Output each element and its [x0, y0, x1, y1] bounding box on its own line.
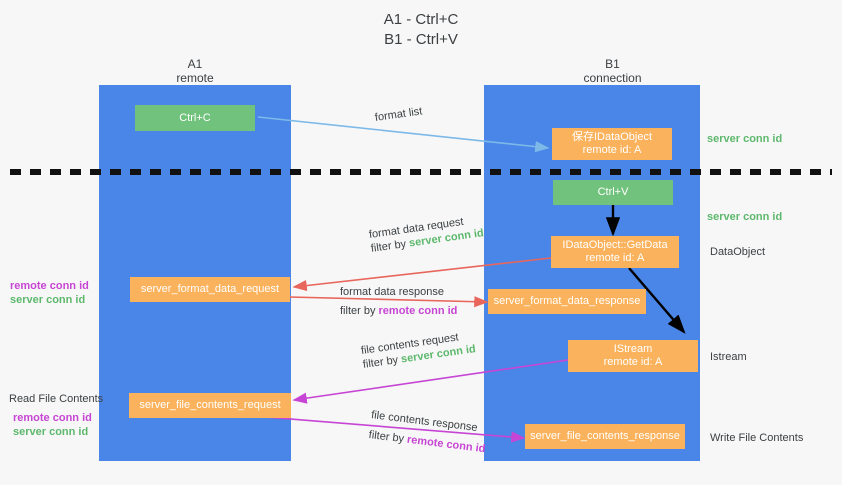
node-istream[interactable]: IStream remote id: A — [568, 340, 698, 372]
flow-label-format-data-response: format data response filter by remote co… — [340, 285, 457, 318]
column-b1-sub: connection — [583, 71, 642, 85]
label-istream: Istream — [710, 351, 747, 363]
filter-prefix: filter by — [362, 354, 399, 371]
filter-key-remote-conn-id: remote conn id — [406, 433, 487, 456]
node-idataobject-getdata[interactable]: IDataObject::GetData remote id: A — [551, 236, 679, 268]
node-file-contents-request-label: server_file_contents_request — [139, 399, 281, 411]
label-remote-conn-id-lower: remote conn id — [13, 412, 92, 424]
node-istream-line2: remote id: A — [603, 356, 663, 368]
label-conn-pair-lower: remote conn id server conn id — [13, 411, 92, 439]
flow-label-file-contents-request: file contents request filter by server c… — [360, 328, 477, 372]
flow-format-data-response-title: format data response — [340, 286, 444, 298]
node-ctrl-v[interactable]: Ctrl+V — [553, 180, 673, 205]
label-server-conn-id-lower: server conn id — [13, 426, 89, 438]
node-server-format-data-response[interactable]: server_format_data_response — [488, 289, 646, 314]
label-server-conn-id-mid: server conn id — [707, 211, 783, 223]
node-file-contents-response-label: server_file_contents_response — [530, 430, 680, 442]
filter-prefix: filter by — [368, 428, 405, 446]
title-line-2: B1 - Ctrl+V — [384, 31, 458, 48]
node-save-idataobject-line2: remote id: A — [582, 144, 642, 156]
filter-prefix: filter by — [340, 305, 376, 317]
column-a1-sub: remote — [176, 71, 214, 85]
flow-format-data-response-filter: filter by remote conn id — [340, 299, 457, 318]
node-save-idataobject[interactable]: 保存IDataObject remote id: A — [552, 128, 672, 160]
node-server-file-contents-response[interactable]: server_file_contents_response — [525, 424, 685, 449]
node-getdata-line2: remote id: A — [585, 252, 645, 264]
node-server-file-contents-request[interactable]: server_file_contents_request — [129, 393, 291, 418]
label-read-file-contents: Read File Contents — [9, 393, 104, 405]
filter-key-remote-conn-id: remote conn id — [378, 305, 458, 317]
diagram-title: A1 - Ctrl+C B1 - Ctrl+V — [0, 10, 842, 50]
label-remote-conn-id-upper: remote conn id — [10, 280, 89, 292]
filter-prefix: filter by — [370, 238, 407, 255]
title-line-1: A1 - Ctrl+C — [383, 11, 459, 28]
node-istream-line1: IStream — [613, 343, 653, 355]
label-dataobject: DataObject — [710, 246, 766, 258]
column-a1-name: A1 — [187, 57, 203, 71]
node-format-data-response-label: server_format_data_response — [493, 295, 641, 307]
column-b1-name: B1 — [605, 57, 620, 71]
column-header-b1: B1 connection — [540, 57, 685, 85]
node-save-idataobject-line1: 保存IDataObject — [571, 131, 653, 143]
column-header-a1: A1 remote — [125, 57, 265, 85]
node-ctrl-c-label: Ctrl+C — [179, 111, 211, 124]
node-getdata-line1: IDataObject::GetData — [562, 239, 668, 251]
label-conn-pair-upper: remote conn id server conn id — [10, 279, 89, 307]
flow-format-list-text: format list — [374, 105, 424, 124]
node-server-format-data-request[interactable]: server_format_data_request — [130, 277, 290, 302]
flow-label-format-list: format list — [374, 104, 423, 125]
node-ctrl-c[interactable]: Ctrl+C — [135, 105, 255, 131]
label-server-conn-id-upper: server conn id — [10, 294, 86, 306]
flow-label-file-contents-response: file contents response filter by remote … — [368, 408, 489, 456]
label-server-conn-id-top: server conn id — [707, 133, 783, 145]
flow-label-format-data-request: format data request filter by server con… — [368, 212, 485, 256]
node-ctrl-v-label: Ctrl+V — [597, 186, 629, 198]
node-format-data-request-label: server_format_data_request — [140, 283, 280, 295]
label-write-file-contents: Write File Contents — [710, 432, 804, 444]
